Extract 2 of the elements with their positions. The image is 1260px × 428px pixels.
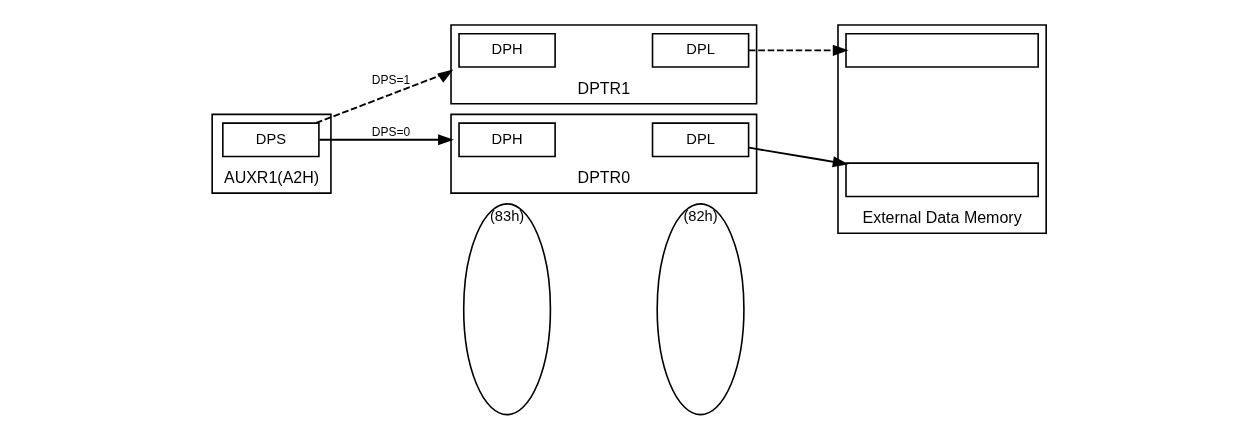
edge-label: DPS=0 bbox=[371, 124, 410, 139]
edge-label: DPS=1 bbox=[371, 72, 410, 87]
